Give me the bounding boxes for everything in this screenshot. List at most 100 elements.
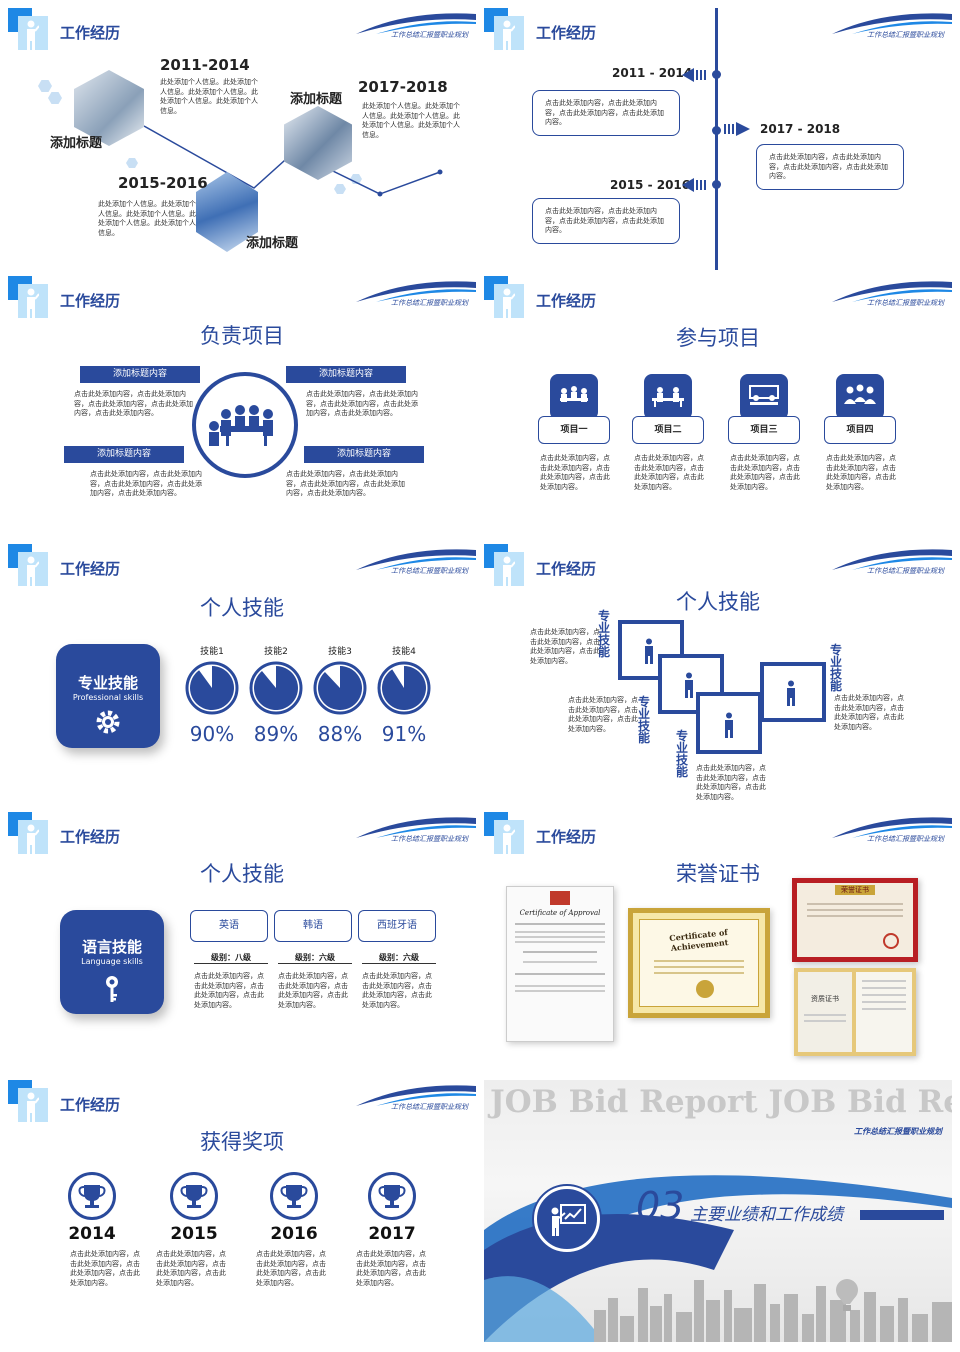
header-swoosh [356, 1085, 476, 1106]
cert-3-heading: 荣誉证书 [835, 885, 875, 895]
presenter-icon [503, 824, 515, 854]
award-1-circle [68, 1172, 116, 1220]
header-swoosh [356, 549, 476, 570]
slide-work-history-1[interactable]: 工作经历 工作总结汇报暨职业规划 2011-2014 此处添加个人信息。此处添加… [8, 8, 476, 270]
slide-title: 荣誉证书 [676, 862, 760, 886]
heading-bar [860, 1210, 944, 1220]
bar-text: 点击此处添加内容，点击此处添加内容，点击此处添加内容，点击此处添加内容，点击此处… [90, 470, 202, 497]
skill-name: 技能3 [328, 647, 352, 657]
item-1-years: 2011 - 2014 [612, 66, 693, 80]
photo-handshake [284, 106, 352, 180]
team-icon [844, 384, 876, 404]
project-4-text: 点击此处添加内容，点击此处添加内容，点击此处添加内容，点击此处添加内容。 [826, 454, 896, 491]
project-2-text: 点击此处添加内容，点击此处添加内容，点击此处添加内容，点击此处添加内容。 [634, 454, 704, 491]
presenter-icon [27, 824, 39, 854]
period-2-years: 2015-2016 [118, 174, 208, 192]
project-2-label[interactable]: 项目二 [632, 416, 704, 444]
award-2-year: 2015 [170, 1224, 218, 1244]
hex-decoration [334, 184, 346, 194]
person-icon [787, 680, 795, 706]
project-3-label[interactable]: 项目三 [728, 416, 800, 444]
city-skyline [594, 1280, 952, 1342]
period-1-text: 此处添加个人信息。此处添加个人信息。此处添加个人信息。此处添加个人信息。此处添加… [160, 78, 258, 115]
lang-2-level: 级别：六级 [278, 952, 352, 964]
card-subtitle: Professional skills [72, 693, 144, 702]
header-subtitle: 工作总结汇报暨职业规划 [867, 567, 944, 575]
hex-decoration [48, 92, 62, 104]
meeting-icon [652, 387, 684, 407]
label-add-title: 添加标题 [50, 136, 103, 151]
award-3-text: 点击此处添加内容，点击此处添加内容，点击此处添加内容，点击此处添加内容。 [256, 1250, 326, 1287]
label-add-title: 添加标题 [246, 236, 299, 251]
award-4-circle [368, 1172, 416, 1220]
cert-logo [550, 891, 570, 905]
presenter-icon [503, 556, 515, 586]
period-3-years: 2017-2018 [358, 78, 448, 96]
title-bar[interactable]: 添加标题内容 [286, 366, 406, 383]
presenter-icon [27, 288, 39, 318]
certificate-achievement: Certificate of Achievement [628, 908, 770, 1018]
skill-gauge [377, 661, 431, 715]
hex-decoration [350, 174, 362, 184]
project-1-label[interactable]: 项目一 [538, 416, 610, 444]
item-1-box[interactable]: 点击此处添加内容，点击此处添加内容，点击此处添加内容，点击此处添加内容。 [532, 90, 680, 136]
skill-percent: 91% [381, 722, 427, 746]
item-1-text: 点击此处添加内容，点击此处添加内容，点击此处添加内容，点击此处添加内容。 [545, 99, 664, 126]
cert-1-heading: Certificate of Approval [519, 909, 601, 917]
slide-projects-responsible[interactable]: 工作经历 工作总结汇报暨职业规划 负责项目 添加标题内容 点击此处添加内容，点击… [8, 276, 476, 538]
lang-3-name[interactable]: 西班牙语 [358, 910, 436, 942]
skill-name: 技能4 [392, 647, 416, 657]
key-icon [106, 976, 118, 1002]
certificate-qualification: 资质证书 [794, 968, 916, 1056]
item-2-box[interactable]: 点击此处添加内容，点击此处添加内容，点击此处添加内容，点击此处添加内容。 [756, 144, 904, 190]
award-1-text: 点击此处添加内容，点击此处添加内容，点击此处添加内容，点击此处添加内容。 [70, 1250, 140, 1287]
header-subtitle: 工作总结汇报暨职业规划 [867, 31, 944, 39]
slide-title: 个人技能 [200, 862, 284, 886]
title-bar[interactable]: 添加标题内容 [64, 446, 184, 463]
slide-skills-frames[interactable]: 工作经历 工作总结汇报暨职业规划 个人技能 专业技能 专业技能 专业技能 专业技… [484, 544, 952, 806]
lang-2-name[interactable]: 韩语 [274, 910, 352, 942]
project-4-label[interactable]: 项目四 [824, 416, 896, 444]
label-add-title: 添加标题 [290, 92, 343, 107]
slide-skills-language[interactable]: 工作经历 工作总结汇报暨职业规划 个人技能 语言技能 Language skil… [8, 812, 476, 1074]
lang-1-name[interactable]: 英语 [190, 910, 268, 942]
project-1-tile [550, 374, 598, 420]
title-bar[interactable]: 添加标题内容 [80, 366, 200, 383]
skill-percent: 90% [189, 722, 235, 746]
timeline-axis [715, 8, 718, 270]
section-subtitle: 工作总结汇报暨职业规划 [854, 1127, 942, 1136]
slide-skills-professional[interactable]: 工作经历 工作总结汇报暨职业规划 个人技能 专业技能 Professional … [8, 544, 476, 806]
bar-text: 点击此处添加内容，点击此处添加内容，点击此处添加内容，点击此处添加内容，点击此处… [306, 390, 418, 417]
slide-honors[interactable]: 工作经历 工作总结汇报暨职业规划 荣誉证书 Certificate of App… [484, 812, 952, 1074]
slide-projects-participated[interactable]: 工作经历 工作总结汇报暨职业规划 参与项目 项目一 点击此处添加内容，点击此处添… [484, 276, 952, 538]
period-3-text: 此处添加个人信息。此处添加个人信息。此处添加个人信息。此处添加个人信息。此处添加… [362, 102, 460, 139]
person-icon [645, 638, 653, 664]
section-number: 03 [636, 1184, 685, 1228]
lang-2-text: 点击此处添加内容，点击此处添加内容，点击此处添加内容，点击此处添加内容。 [278, 972, 348, 1009]
person-icon [685, 672, 693, 698]
project-3-tile [740, 374, 788, 420]
professional-skills-card: 专业技能 Professional skills [56, 644, 160, 748]
certificate-approval: Certificate of Approval [506, 886, 614, 1042]
header-title: 工作经历 [536, 828, 597, 846]
slide-awards[interactable]: 工作经历 工作总结汇报暨职业规划 获得奖项 2014 点击此处添加内容，点击此处… [8, 1080, 476, 1342]
header-subtitle: 工作总结汇报暨职业规划 [391, 31, 468, 39]
item-2-text: 点击此处添加内容，点击此处添加内容，点击此处添加内容，点击此处添加内容。 [769, 153, 888, 180]
trophy-icon [280, 1185, 308, 1208]
skill-name: 技能1 [200, 647, 224, 657]
skill-gauge [249, 661, 303, 715]
slide-work-history-2[interactable]: 工作经历 工作总结汇报暨职业规划 2011 - 2014 点击此处添加内容，点击… [484, 8, 952, 270]
header-swoosh [832, 549, 952, 570]
header-title: 工作经历 [536, 24, 597, 42]
item-3-box[interactable]: 点击此处添加内容，点击此处添加内容，点击此处添加内容，点击此处添加内容。 [532, 198, 680, 244]
project-2-tile [644, 374, 692, 420]
header-subtitle: 工作总结汇报暨职业规划 [867, 835, 944, 843]
header-subtitle: 工作总结汇报暨职业规划 [391, 567, 468, 575]
slide-title: 参与项目 [676, 326, 760, 350]
timeline-dot [712, 70, 721, 79]
skill-label-vertical: 专业技能 [638, 695, 651, 745]
slide-section-03[interactable]: JOB Bid Report JOB Bid Report 工作总结汇报暨职业规… [484, 1080, 952, 1342]
section-icon-circle [534, 1186, 600, 1252]
header-title: 工作经历 [60, 560, 121, 578]
title-bar[interactable]: 添加标题内容 [304, 446, 424, 463]
